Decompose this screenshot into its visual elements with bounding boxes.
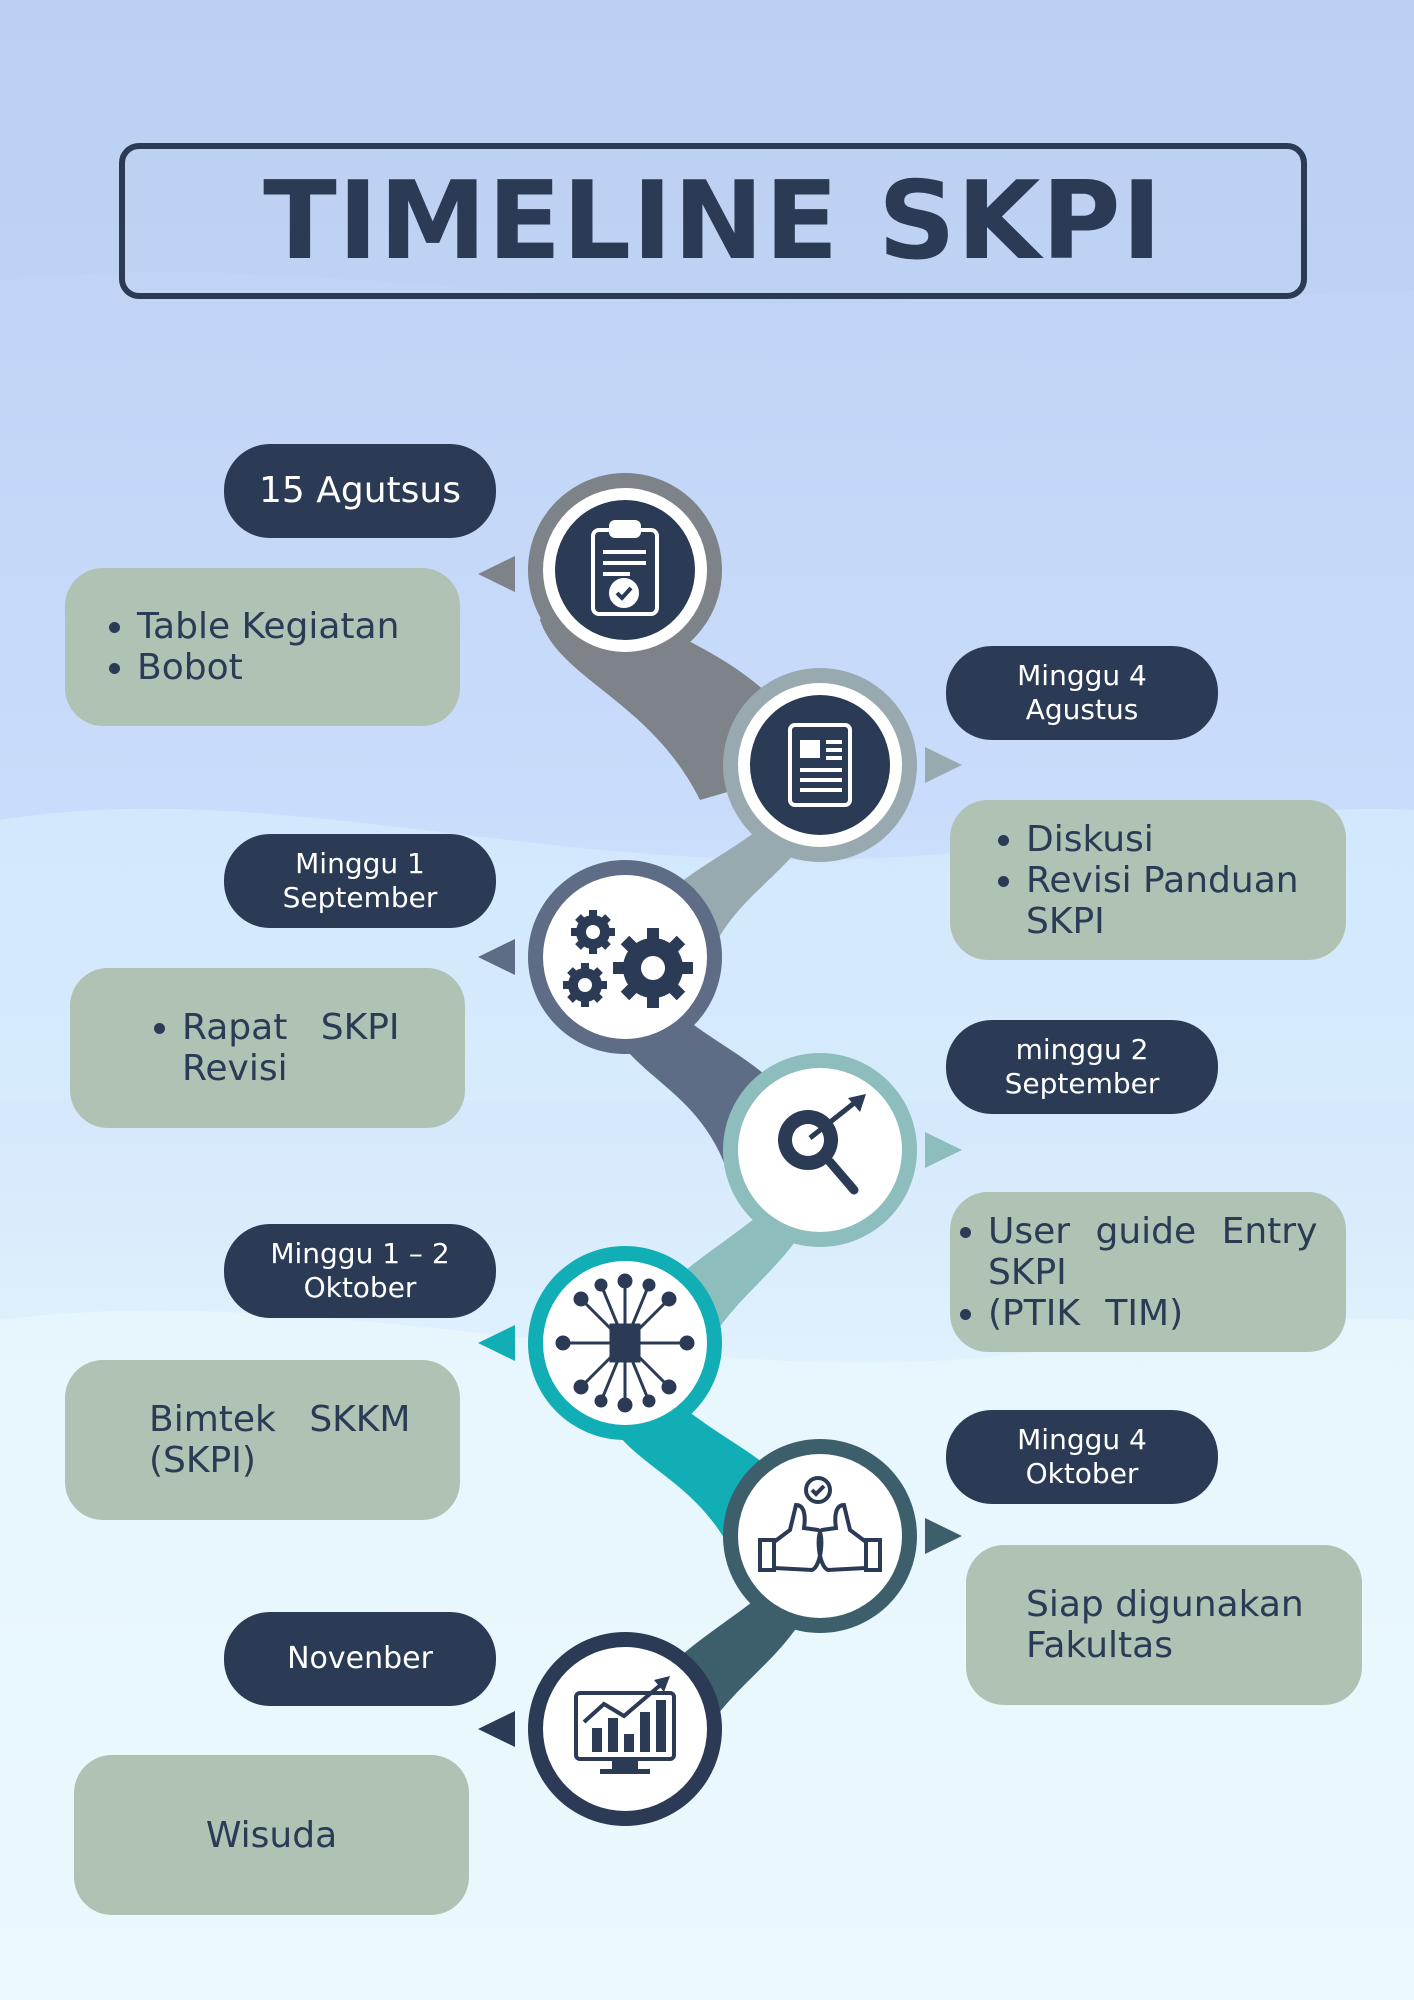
- gears-icon: [563, 910, 693, 1008]
- step-6-date-line: Oktober: [1025, 1457, 1139, 1490]
- list-item: (PTIK TIM): [988, 1293, 1338, 1334]
- step-2-date: Minggu 4 Agustus: [946, 646, 1218, 740]
- step-4-note: User guide Entry SKPI (PTIK TIM): [950, 1192, 1346, 1352]
- step-4-date-line: September: [1004, 1067, 1160, 1100]
- title-box: TIMELINE SKPI: [119, 143, 1307, 299]
- step-7-text: Wisuda: [205, 1814, 338, 1856]
- step-3-date: Minggu 1 September: [224, 834, 496, 928]
- step-4-list: User guide Entry SKPI (PTIK TIM): [960, 1211, 1338, 1334]
- step-3-list: Rapat SKPI Revisi: [154, 1007, 425, 1089]
- page-title: TIMELINE SKPI: [263, 158, 1163, 284]
- step-2-note: Diskusi Revisi Panduan SKPI: [950, 800, 1346, 960]
- chart-monitor-icon: [574, 1676, 676, 1774]
- list-item: Bobot: [137, 647, 460, 688]
- step-2-date-line: Minggu 4: [1017, 659, 1147, 693]
- list-item: User guide Entry SKPI: [988, 1211, 1338, 1293]
- step-5-note: Bimtek SKKM (SKPI): [65, 1360, 460, 1520]
- clipboard-check-icon: [591, 520, 659, 616]
- step-6-date: Minggu 4 Oktober: [946, 1410, 1218, 1504]
- step-5-date-line: Minggu 1 – 2: [270, 1237, 450, 1271]
- step-7-date-line: Novenber: [287, 1641, 433, 1676]
- pointer-arrows: [478, 556, 962, 1747]
- step-5-date-line: Oktober: [303, 1271, 417, 1304]
- step-6-date-line: Minggu 4: [1017, 1423, 1147, 1457]
- step-3-note: Rapat SKPI Revisi: [70, 968, 465, 1128]
- step-5-date: Minggu 1 – 2 Oktober: [224, 1224, 496, 1318]
- step-4-date-line: minggu 2: [1015, 1033, 1149, 1067]
- step-1-note: Table Kegiatan Bobot: [65, 568, 460, 726]
- step-1-date-line: 15 Agutsus: [259, 470, 461, 512]
- network-document-icon: [555, 1273, 695, 1413]
- step-6-note: Siap digunakan Fakultas: [966, 1545, 1362, 1705]
- step-3-date-line: Minggu 1: [295, 847, 425, 881]
- list-item: Table Kegiatan: [137, 606, 460, 647]
- list-item: Revisi Panduan SKPI: [1026, 860, 1330, 942]
- step-7-date: Novenber: [224, 1612, 496, 1706]
- document-icon: [788, 723, 852, 807]
- list-item: Diskusi: [1026, 819, 1330, 860]
- step-6-text: Siap digunakan Fakultas: [1026, 1584, 1304, 1666]
- step-4-date: minggu 2 September: [946, 1020, 1218, 1114]
- step-7-note: Wisuda: [74, 1755, 469, 1915]
- step-2-date-line: Agustus: [1025, 693, 1139, 726]
- step-3-date-line: September: [282, 881, 438, 914]
- step-1-list: Table Kegiatan Bobot: [109, 606, 460, 688]
- list-item: Rapat SKPI Revisi: [182, 1007, 425, 1089]
- magnifier-target-icon: [778, 1094, 866, 1195]
- step-2-list: Diskusi Revisi Panduan SKPI: [998, 819, 1330, 942]
- step-5-text: Bimtek SKKM (SKPI): [149, 1399, 411, 1481]
- thumbs-up-icon: [758, 1476, 882, 1573]
- step-1-date: 15 Agutsus: [224, 444, 496, 538]
